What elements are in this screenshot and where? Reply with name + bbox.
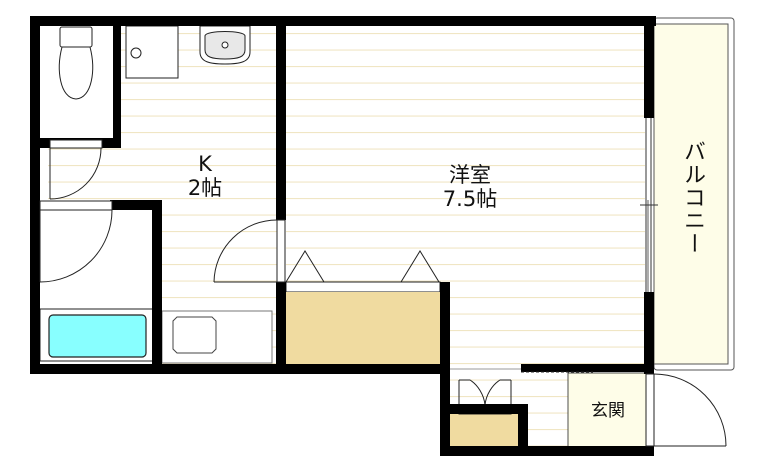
- closet: [285, 250, 441, 364]
- bathroom: [39, 210, 154, 366]
- room-door: [213, 219, 286, 283]
- western-room-name: 洋室: [449, 163, 491, 187]
- bathroom-door: [39, 200, 113, 283]
- kitchen-area: 2帖: [187, 176, 223, 200]
- kitchen-label: K 2帖: [170, 152, 240, 200]
- kitchen-name: K: [198, 152, 212, 176]
- washing-machine-icon: [125, 25, 179, 79]
- kitchen-sink-icon: [172, 316, 217, 354]
- toilet-icon: [58, 26, 94, 100]
- toilet-door: [49, 139, 103, 200]
- entrance-label: 玄関: [591, 401, 625, 421]
- western-room-label: 洋室 7.5帖: [420, 163, 520, 211]
- balcony: [653, 17, 735, 371]
- washbasin-icon: [199, 25, 251, 65]
- bathtub-icon: [48, 314, 147, 358]
- balcony-window: [640, 118, 658, 292]
- entrance-door: [645, 373, 727, 447]
- balcony-label: バルコニー: [680, 140, 705, 255]
- kitchen-counter: [161, 310, 273, 364]
- entrance-area: [567, 372, 647, 448]
- toilet-room: [40, 26, 120, 138]
- western-room-area: 7.5帖: [442, 187, 498, 211]
